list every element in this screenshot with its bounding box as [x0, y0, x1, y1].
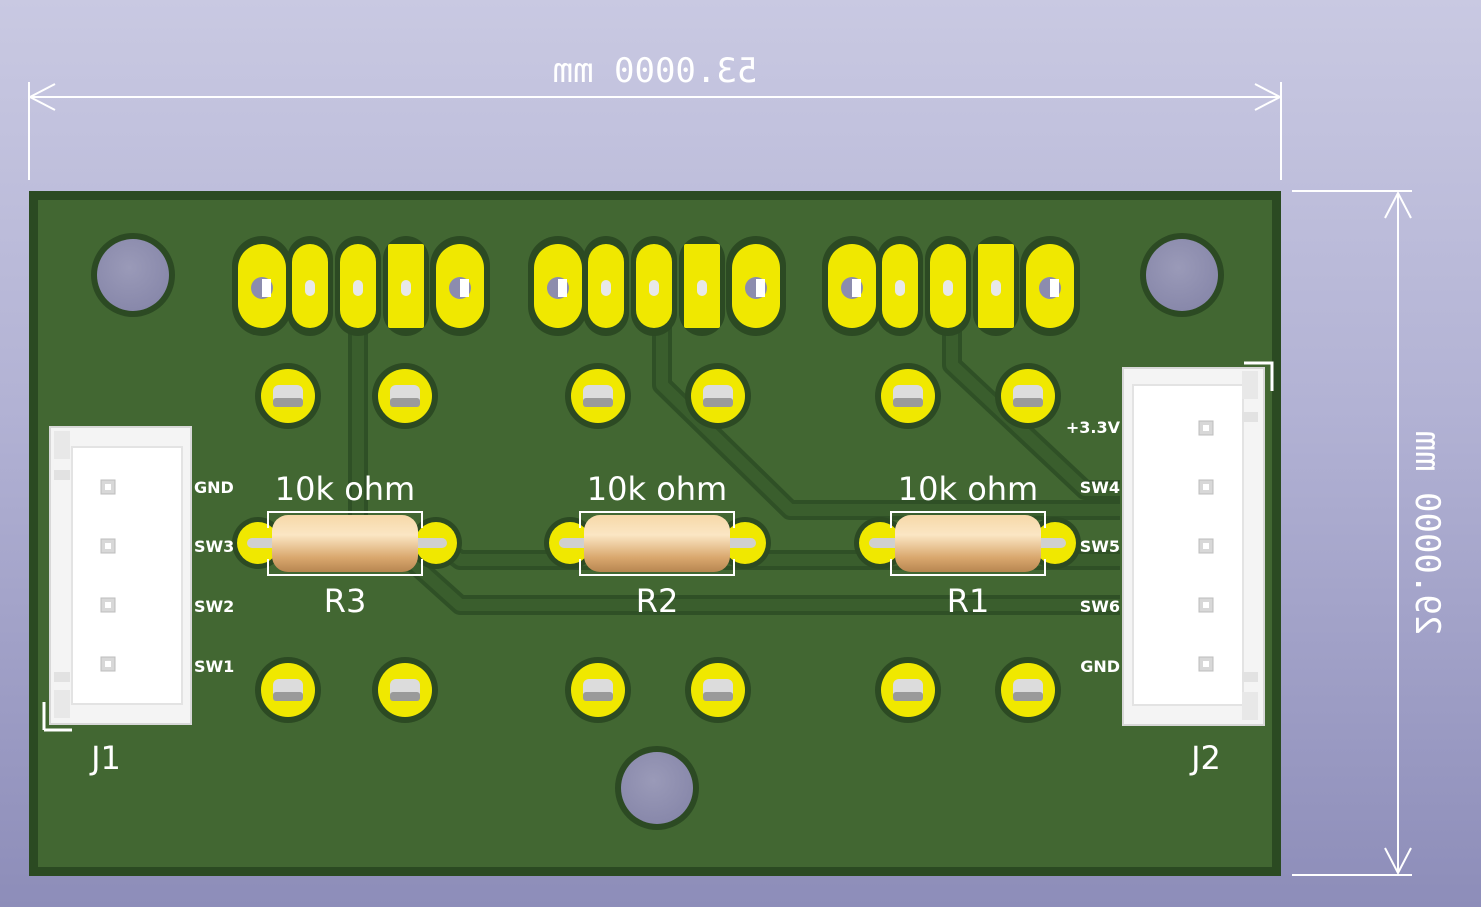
j2-pin-label-5: GND — [1080, 657, 1120, 676]
height-dimension-label: 29.0000 mm — [1407, 431, 1447, 636]
j1-ref: J1 — [89, 739, 121, 777]
switch-pad — [255, 363, 321, 429]
switch-pad — [995, 657, 1061, 723]
j1-pin-label-1: GND — [194, 478, 234, 497]
switch-pad — [685, 657, 751, 723]
j2-pin-label-4: SW6 — [1080, 597, 1120, 616]
j2-pin-label-3: SW5 — [1080, 537, 1120, 556]
resistor-r3: 10k ohm R3 — [232, 470, 462, 620]
header-pad-group-3 — [822, 236, 1080, 336]
switch-pad — [995, 363, 1061, 429]
j2-pin-label-1: +3.3V — [1066, 418, 1121, 437]
resistor-r3-value: 10k ohm — [275, 470, 415, 508]
resistor-r2: 10k ohm R2 — [544, 470, 771, 620]
j2-ref: J2 — [1189, 739, 1221, 777]
width-dimension: 53.0000 mm — [27, 51, 1283, 180]
switch-pad — [875, 657, 941, 723]
j1-pin-label-2: SW3 — [194, 537, 234, 556]
switch-pad — [685, 363, 751, 429]
resistor-r1-value: 10k ohm — [898, 470, 1038, 508]
header-pads — [232, 236, 1080, 336]
resistor-r1-ref: R1 — [947, 582, 990, 620]
header-pad-group-2 — [528, 236, 786, 336]
j1-pin-label-4: SW1 — [194, 657, 234, 676]
connector-j1: GND SW3 SW2 SW1 J1 — [42, 426, 234, 777]
header-pad-group-1 — [232, 236, 490, 336]
resistor-r2-value: 10k ohm — [587, 470, 727, 508]
j2-pin-label-2: SW4 — [1080, 478, 1120, 497]
switch-pad — [875, 363, 941, 429]
switch-pad — [255, 657, 321, 723]
switch-pads — [255, 363, 1061, 723]
width-dimension-label: 53.0000 mm — [553, 51, 758, 91]
resistor-r3-ref: R3 — [324, 582, 367, 620]
connector-j2: +3.3V SW4 SW5 SW6 GND J2 — [1066, 361, 1274, 777]
switch-pad — [372, 363, 438, 429]
mounting-holes — [91, 233, 1224, 830]
resistor-r2-ref: R2 — [636, 582, 679, 620]
j1-pin-label-3: SW2 — [194, 597, 234, 616]
resistor-r1: 10k ohm R1 — [854, 470, 1081, 620]
switch-pad — [372, 657, 438, 723]
switch-pad — [565, 657, 631, 723]
switch-pad — [565, 363, 631, 429]
height-dimension: 29.0000 mm — [1292, 190, 1447, 876]
